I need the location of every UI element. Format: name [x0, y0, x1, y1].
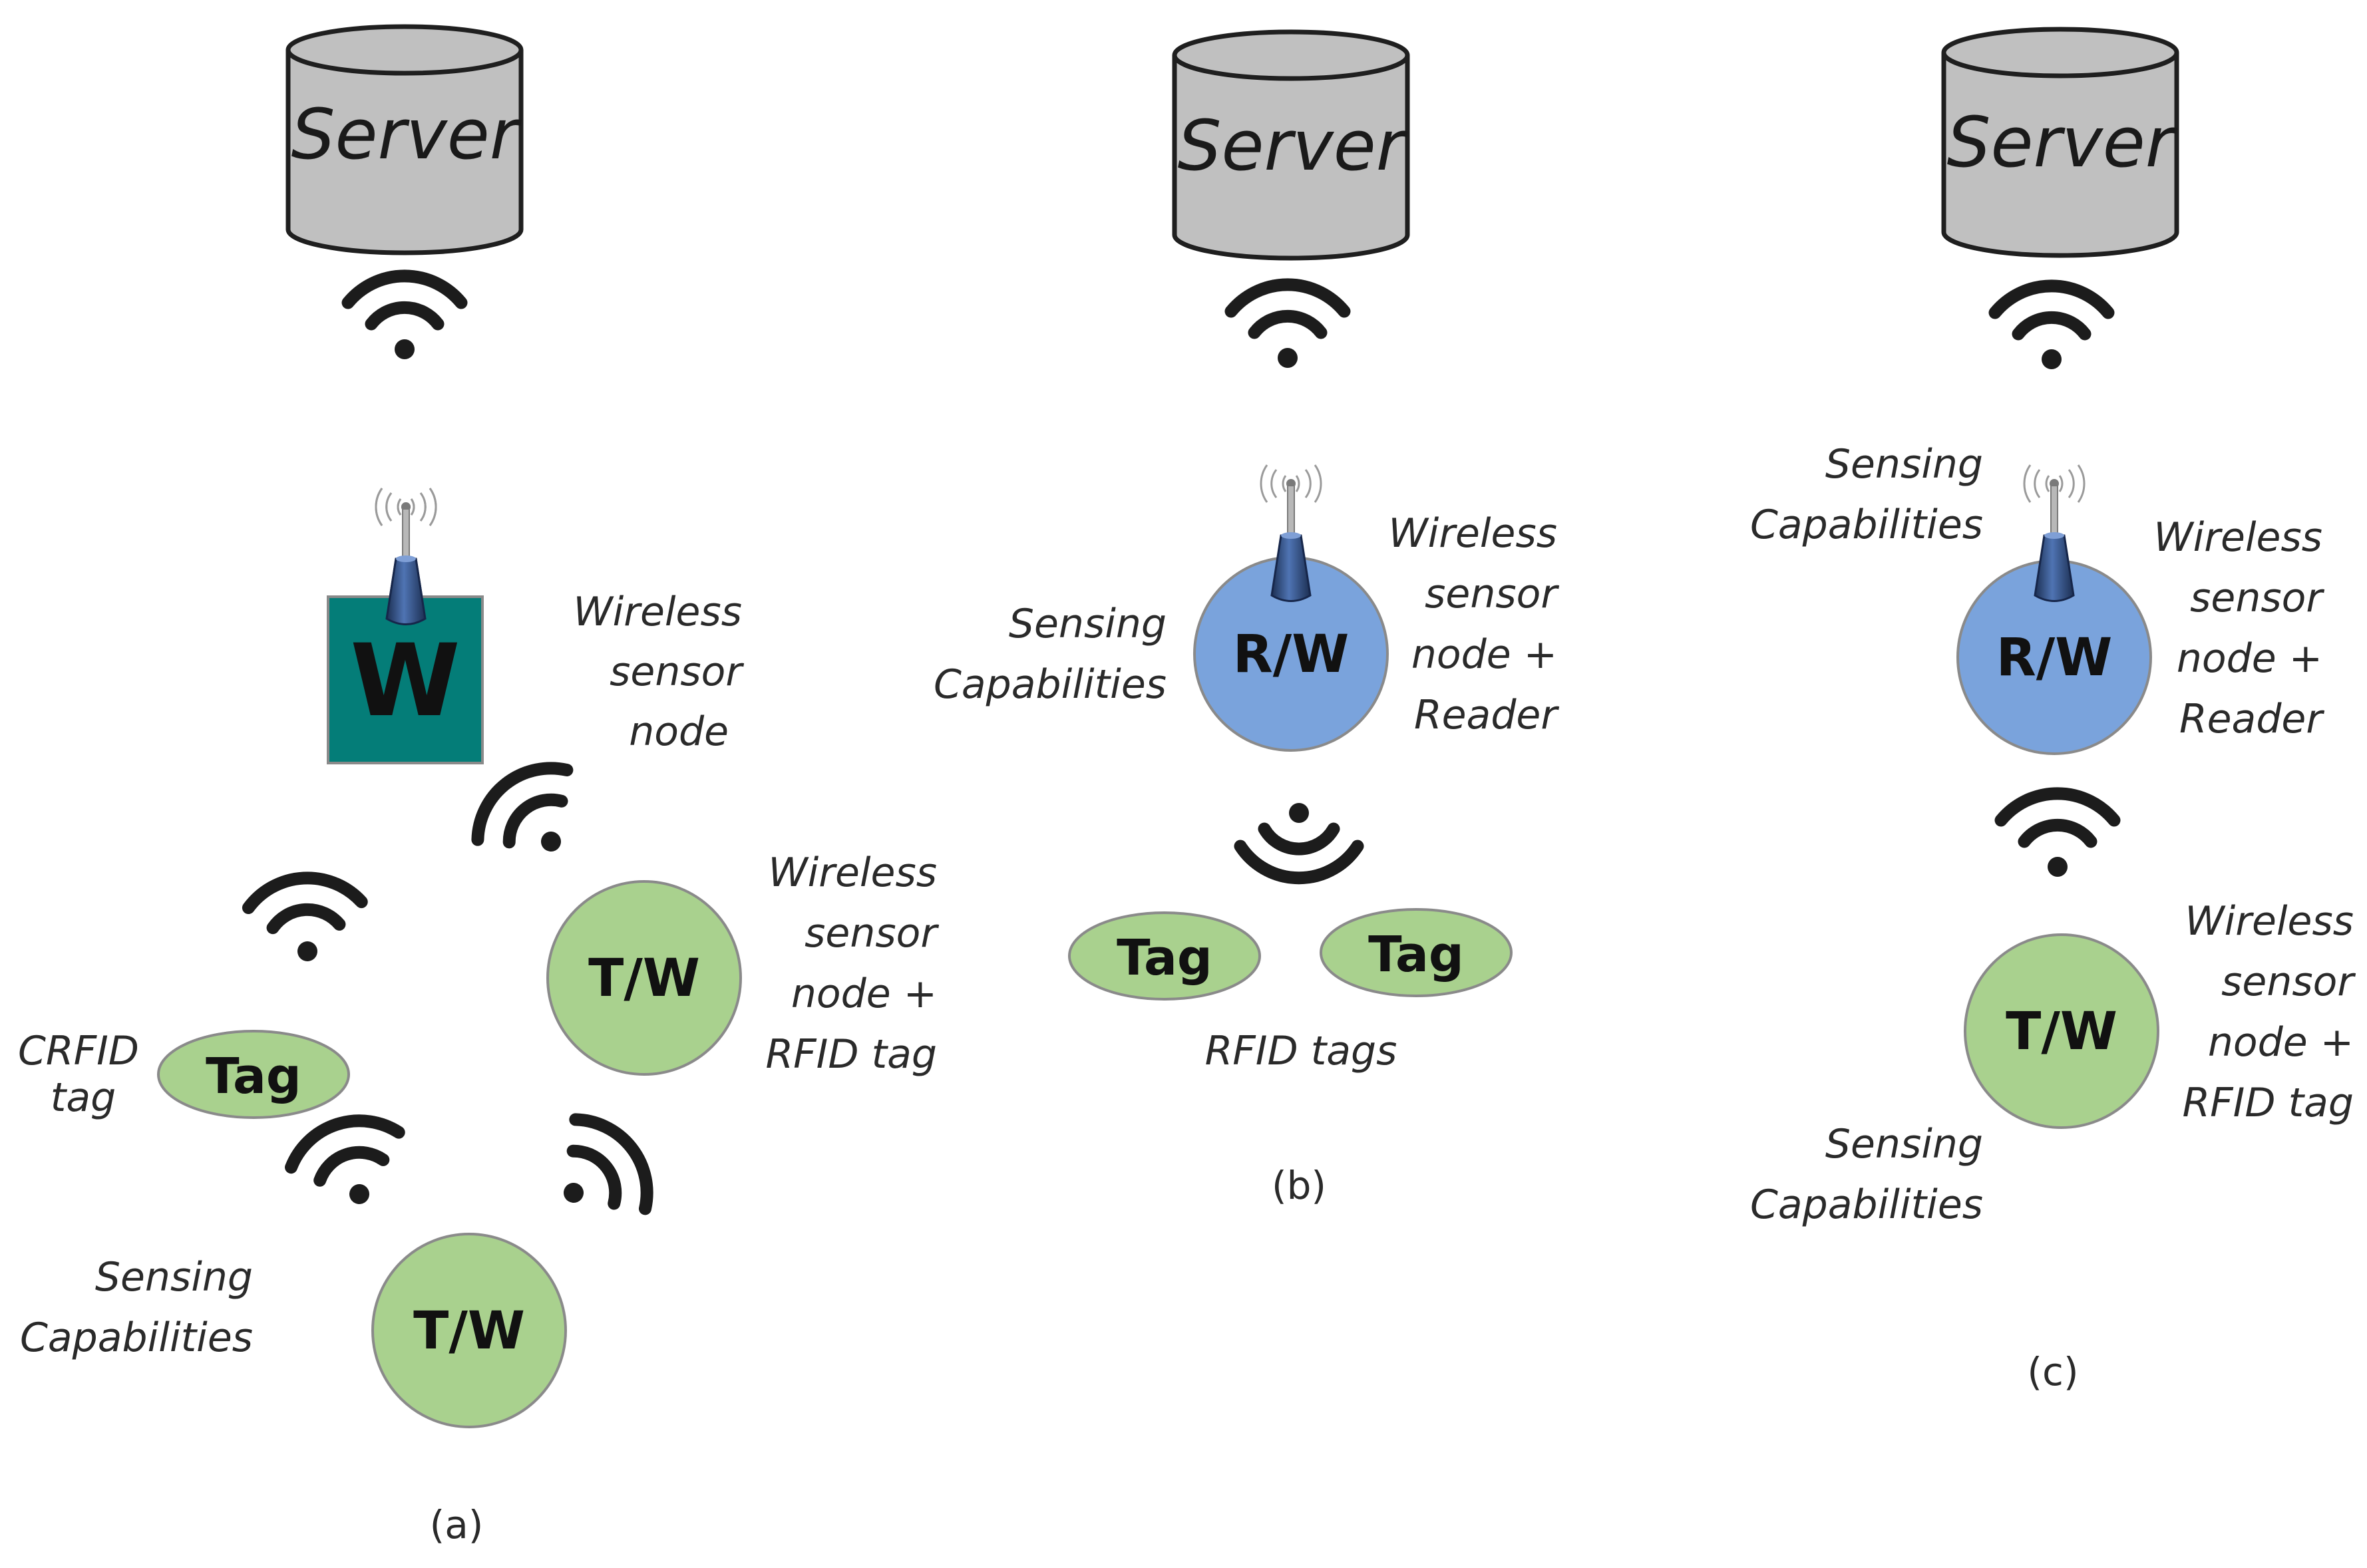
- tw-description: Wireless sensor node + RFID tag: [2182, 898, 2356, 1126]
- svg-text:Wireless: Wireless: [768, 850, 937, 896]
- database-icon: Server: [288, 27, 522, 253]
- rfid-tag-left-text: Tag: [1117, 929, 1212, 987]
- svg-text:Reader: Reader: [2179, 696, 2324, 742]
- svg-text:Sensing: Sensing: [1825, 1121, 1983, 1168]
- tw-node-lower-label: T/W: [413, 1301, 525, 1361]
- database-icon: Server: [1944, 29, 2178, 255]
- rfid-tag-left: [1068, 911, 1261, 1001]
- svg-text:node: node: [629, 708, 729, 755]
- svg-text:tag: tag: [51, 1074, 116, 1121]
- svg-text:Capabilities: Capabilities: [1750, 1181, 1983, 1228]
- svg-text:RFID tag: RFID tag: [2182, 1080, 2354, 1126]
- database-icon: Server: [1175, 32, 1409, 258]
- svg-text:node +: node +: [1411, 631, 1557, 678]
- rfid-tags-label: RFID tags: [1205, 1028, 1397, 1074]
- caption-c: (c): [2027, 1349, 2078, 1394]
- svg-text:sensor: sensor: [2221, 959, 2356, 1005]
- svg-text:Sensing: Sensing: [1825, 441, 1983, 488]
- reader-node-label: R/W: [1233, 625, 1350, 685]
- svg-text:Sensing: Sensing: [95, 1254, 253, 1301]
- wifi-icon: [1995, 286, 2108, 369]
- rfid-tag-right: [1320, 908, 1513, 997]
- svg-text:Capabilities: Capabilities: [1750, 502, 1983, 548]
- svg-text:Capabilities: Capabilities: [934, 661, 1167, 708]
- server-label: Server: [1177, 105, 1408, 186]
- panel-a: Server W Wireless sensor node T/W Wirele…: [18, 27, 939, 1547]
- svg-text:sensor: sensor: [1425, 571, 1559, 617]
- tw-node: [1964, 933, 2159, 1129]
- svg-text:RFID tag: RFID tag: [765, 1031, 937, 1078]
- crfid-tag-text: Tag: [206, 1048, 301, 1105]
- server-label: Server: [1946, 102, 2177, 183]
- panel-b: Server R/W Sensing Capabilities Wireless…: [934, 32, 1559, 1208]
- svg-text:Wireless: Wireless: [2185, 898, 2354, 945]
- panel-c: Server Sensing Capabilities R/W Wireless…: [1750, 29, 2356, 1394]
- svg-text:node +: node +: [2208, 1019, 2354, 1066]
- server-label: Server: [291, 94, 522, 175]
- wifi-icon: [2001, 794, 2114, 877]
- svg-text:node +: node +: [791, 971, 937, 1017]
- crfid-tag: [157, 1030, 350, 1119]
- svg-text:node +: node +: [2177, 635, 2322, 682]
- wifi-node-label: Wireless sensor node: [573, 589, 744, 755]
- wifi-icon: [1231, 285, 1344, 368]
- wifi-icon: [283, 1107, 416, 1221]
- svg-text:CRFID: CRFID: [18, 1028, 139, 1074]
- wifi-node-letter: W: [350, 623, 460, 739]
- svg-text:Sensing: Sensing: [1009, 601, 1167, 647]
- wifi-icon: [531, 1103, 666, 1243]
- rfid-tag-right-text: Tag: [1368, 926, 1464, 983]
- reader-description: Wireless sensor node + Reader: [2153, 514, 2324, 742]
- sensing-capabilities-label: Sensing Capabilities: [20, 1254, 253, 1361]
- svg-text:sensor: sensor: [805, 910, 939, 957]
- wifi-icon: [348, 276, 461, 359]
- reader-node-label: R/W: [1996, 628, 2113, 688]
- rfid-wave-icon: [1234, 803, 1364, 885]
- sensing-capabilities-bottom-label: Sensing Capabilities: [1750, 1121, 1983, 1228]
- crfid-tag-label: CRFID tag: [18, 1028, 139, 1121]
- caption-a: (a): [430, 1502, 484, 1547]
- wifi-icon: [461, 749, 602, 884]
- caption-b: (b): [1272, 1163, 1326, 1208]
- svg-text:Wireless: Wireless: [1388, 510, 1557, 557]
- tw-upper-description: Wireless sensor node + RFID tag: [765, 850, 939, 1078]
- svg-text:sensor: sensor: [610, 649, 744, 695]
- svg-text:Wireless: Wireless: [573, 589, 742, 635]
- tw-node-label: T/W: [2006, 1002, 2117, 1062]
- wifi-icon: [247, 875, 364, 965]
- sensing-capabilities-top-label: Sensing Capabilities: [1750, 441, 1983, 548]
- sensing-capabilities-label: Sensing Capabilities: [934, 601, 1167, 708]
- tw-node-upper: [546, 880, 742, 1076]
- tw-node-upper-label: T/W: [588, 949, 700, 1009]
- svg-text:Reader: Reader: [1414, 692, 1559, 738]
- tw-node-lower: [371, 1233, 567, 1428]
- svg-text:Capabilities: Capabilities: [20, 1315, 253, 1361]
- svg-text:sensor: sensor: [2190, 575, 2324, 621]
- reader-description: Wireless sensor node + Reader: [1388, 510, 1559, 738]
- svg-text:Wireless: Wireless: [2153, 514, 2322, 561]
